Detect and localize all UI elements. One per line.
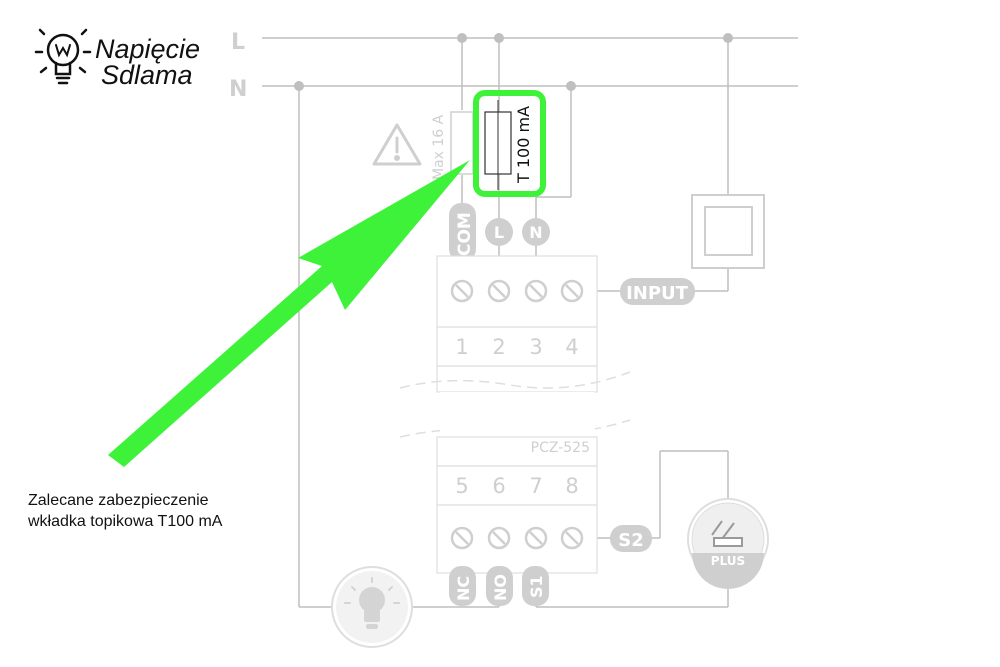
caption-line1: Zalecane zabezpieczenie — [28, 492, 209, 509]
input-label: INPUT — [626, 283, 689, 304]
lamp-rays — [344, 577, 400, 604]
warning-icon — [372, 123, 422, 166]
lightbulb-icon — [359, 587, 385, 629]
junction-dots — [294, 33, 733, 91]
push-button-switch — [691, 194, 765, 269]
terminal-number-3: 3 — [529, 335, 542, 359]
fuse: T 100 mA — [484, 100, 533, 190]
caption: Zalecane zabezpieczenie wkładka topikowa… — [28, 490, 222, 532]
sensor-label: PLUS — [711, 554, 745, 568]
badge-n: N — [529, 223, 542, 242]
bottom-terminal-numbers: 5 6 7 8 — [455, 474, 578, 498]
wires — [262, 37, 798, 608]
top-terminal-numbers: 1 2 3 4 — [455, 335, 578, 359]
badge-nc: NC — [454, 576, 473, 601]
input-badge — [620, 278, 695, 305]
terminal-number-6: 6 — [492, 474, 505, 498]
s2-label: S2 — [618, 530, 644, 551]
model-label: PCZ-525 — [531, 440, 590, 456]
lamp — [331, 566, 413, 648]
logo-text-line2: Sdlama — [101, 60, 193, 90]
light-sensor-plus: PLUS — [687, 498, 769, 589]
device-body — [436, 255, 598, 574]
badge-com: COM — [455, 212, 475, 256]
badge-l: L — [494, 223, 504, 242]
green-arrow — [108, 160, 470, 467]
line-bus-label: L — [231, 30, 245, 55]
neutral-bus-label: N — [229, 77, 247, 102]
logo: Napięcie Sdlama — [34, 28, 200, 90]
fuse-highlight-box — [473, 90, 546, 197]
top-screws — [450, 279, 584, 303]
logo-text-line1: Napięcie — [95, 34, 200, 64]
terminal-number-4: 4 — [565, 335, 578, 359]
badge-no: NO — [491, 574, 510, 601]
breaker-label: Max 16 A — [431, 114, 447, 180]
terminal-number-1: 1 — [455, 335, 468, 359]
sensor-arrows-icon — [711, 520, 743, 547]
bottom-screws — [450, 526, 584, 550]
fuse-label: T 100 mA — [514, 106, 533, 184]
lightbulb-logo-icon — [34, 28, 92, 85]
terminal-number-2: 2 — [492, 335, 505, 359]
terminal-number-8: 8 — [565, 474, 578, 498]
badge-s1: S1 — [527, 575, 546, 598]
terminal-number-5: 5 — [455, 474, 468, 498]
caption-line2: wkładka topikowa T100 mA — [28, 513, 223, 530]
s2-badge — [610, 525, 652, 552]
terminal-number-7: 7 — [529, 474, 542, 498]
bottom-badges: NC NO S1 — [449, 566, 549, 606]
top-badges: COM L N — [449, 203, 550, 261]
